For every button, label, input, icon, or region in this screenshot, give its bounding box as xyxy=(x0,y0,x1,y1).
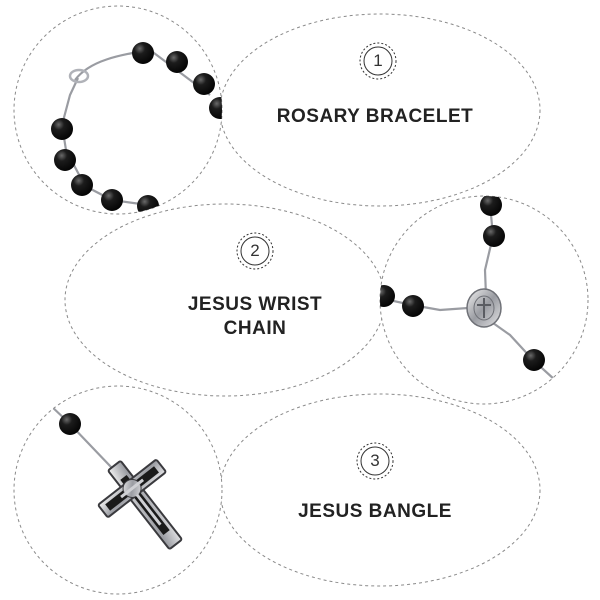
badge-number-text-2: 2 xyxy=(250,241,260,260)
badge-number-1: 1 xyxy=(360,43,396,79)
jesus-bangle-photo xyxy=(49,404,183,550)
badge-3 xyxy=(356,442,394,480)
badge-number-text-3: 3 xyxy=(370,451,380,470)
badge-number-2: 2 xyxy=(237,233,273,269)
badge-2 xyxy=(236,232,274,270)
badge-number-3: 3 xyxy=(357,443,393,479)
section-title-1: ROSARY BRACELET xyxy=(276,106,474,127)
badge-1 xyxy=(359,42,397,80)
image-circle-1 xyxy=(13,5,223,215)
section-title-3: JESUS BANGLE xyxy=(298,501,452,522)
badge-number-text-1: 1 xyxy=(373,51,383,70)
jesus-wrist-chain-photo xyxy=(380,196,556,381)
band-oval-3 xyxy=(219,393,541,587)
section-title-2: JESUS WRIST CHAIN xyxy=(187,294,323,339)
